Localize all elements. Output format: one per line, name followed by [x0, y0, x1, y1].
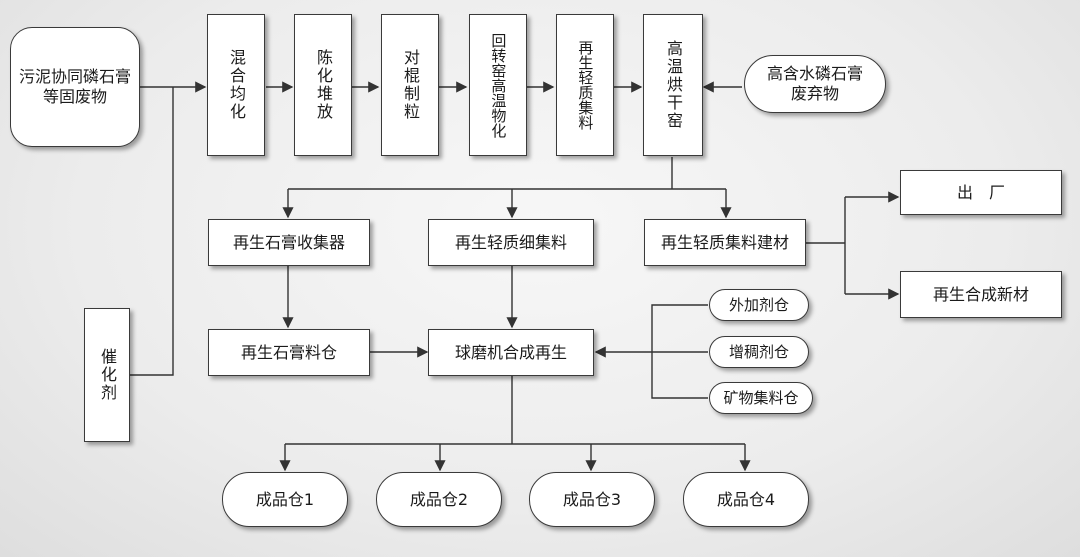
waste-node: 高含水磷石膏 废弃物: [744, 55, 886, 113]
thickener-node: 增稠剂仓: [709, 336, 809, 368]
mineral-label: 矿物集料仓: [723, 388, 799, 407]
dryer-node: 高温烘干窑: [643, 14, 703, 156]
ball-mill-label: 球磨机合成再生: [454, 342, 567, 362]
thickener-label: 增稠剂仓: [728, 342, 789, 361]
product-2-node: 成品仓2: [376, 472, 502, 527]
product-4-label: 成品仓4: [716, 489, 776, 509]
gyp-collector-node: 再生石膏收集器: [208, 219, 370, 266]
mix-node: 混合均化: [207, 14, 265, 156]
new-mat-node: 再生合成新材: [900, 271, 1062, 318]
light-agg-label: 再生轻质集料: [576, 40, 595, 130]
fine-agg-label: 再生轻质细集料: [454, 232, 567, 252]
light-agg-node: 再生轻质集料: [556, 14, 614, 156]
mineral-node: 矿物集料仓: [709, 382, 813, 414]
product-3-node: 成品仓3: [529, 472, 655, 527]
roll-node: 对棍制粒: [381, 14, 439, 156]
source-label: 污泥协同磷石膏 等固废物: [18, 67, 131, 106]
roll-label: 对棍制粒: [401, 49, 420, 121]
out-node: 出 厂: [900, 170, 1062, 215]
additive-node: 外加剂仓: [709, 289, 809, 321]
catalyst-label: 催化剂: [98, 348, 117, 402]
fine-agg-node: 再生轻质细集料: [428, 219, 594, 266]
product-3-label: 成品仓3: [562, 489, 622, 509]
gyp-silo-label: 再生石膏料仓: [240, 342, 337, 362]
kiln-node: 回转窑高温物化: [469, 14, 527, 156]
gyp-silo-node: 再生石膏料仓: [208, 329, 370, 376]
stack-label: 陈化堆放: [314, 49, 333, 121]
stack-node: 陈化堆放: [294, 14, 352, 156]
product-4-node: 成品仓4: [683, 472, 809, 527]
agg-build-label: 再生轻质集料建材: [660, 232, 789, 252]
out-label: 出 厂: [956, 182, 1005, 202]
kiln-label: 回转窑高温物化: [489, 32, 508, 138]
dryer-label: 高温烘干窑: [664, 40, 683, 130]
product-1-label: 成品仓1: [255, 489, 315, 509]
ball-mill-node: 球磨机合成再生: [428, 329, 594, 376]
additive-label: 外加剂仓: [728, 295, 789, 314]
source-node: 污泥协同磷石膏 等固废物: [10, 27, 140, 147]
waste-label: 高含水磷石膏 废弃物: [766, 64, 863, 103]
new-mat-label: 再生合成新材: [932, 284, 1029, 304]
catalyst-node: 催化剂: [84, 308, 130, 442]
product-2-label: 成品仓2: [409, 489, 469, 509]
mix-label: 混合均化: [227, 49, 246, 121]
agg-build-node: 再生轻质集料建材: [644, 219, 806, 266]
gyp-collector-label: 再生石膏收集器: [232, 232, 345, 252]
product-1-node: 成品仓1: [222, 472, 348, 527]
